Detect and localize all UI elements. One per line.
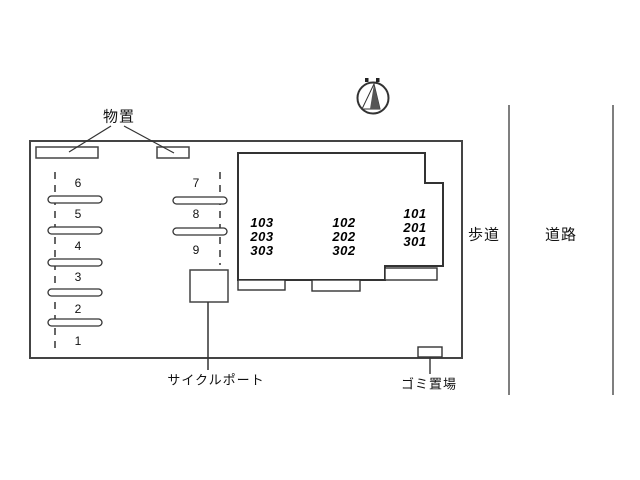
parking-divider <box>172 227 228 236</box>
unit-number: 203 <box>250 229 274 244</box>
parking-divider <box>47 195 103 204</box>
parking-divider <box>47 288 103 297</box>
unit-numbers-right: 101 201 301 <box>403 207 426 249</box>
parking-divider <box>47 226 103 235</box>
cycle-port <box>189 269 229 303</box>
parking-space-number: 6 <box>74 176 82 190</box>
parking-space-number: 5 <box>74 207 82 221</box>
garbage-area-label: ゴミ置場 <box>400 376 458 392</box>
unit-numbers-middle: 102 202 302 <box>332 216 355 258</box>
parking-space-number: 7 <box>192 176 200 190</box>
road-label: 道路 <box>544 226 578 244</box>
unit-number: 103 <box>250 215 274 230</box>
parking-space-number: 4 <box>74 239 82 253</box>
unit-number: 202 <box>332 229 356 244</box>
garbage-area-box <box>417 346 443 358</box>
parking-space-number: 2 <box>74 302 82 316</box>
storage-label: 物置 <box>102 108 136 126</box>
site-boundary <box>29 140 463 359</box>
unit-number: 301 <box>403 234 427 249</box>
sidewalk-label: 歩道 <box>467 226 501 244</box>
parking-divider <box>47 318 103 327</box>
building-porch-left <box>237 279 286 291</box>
building-porch-middle <box>311 279 361 292</box>
unit-number: 201 <box>403 220 427 235</box>
parking-space-number: 3 <box>74 270 82 284</box>
unit-number: 302 <box>332 243 356 258</box>
parking-divider <box>172 196 228 205</box>
storage-shed-left <box>35 146 99 159</box>
parking-space-number: 1 <box>74 334 82 348</box>
unit-numbers-left: 103 203 303 <box>250 216 273 258</box>
storage-leader-line-left <box>68 125 112 153</box>
building-outline <box>237 152 444 281</box>
cycle-port-label: サイクルポート <box>167 372 265 388</box>
parking-divider <box>47 258 103 267</box>
parking-space-number: 9 <box>192 243 200 257</box>
unit-number: 303 <box>250 243 274 258</box>
unit-number: 102 <box>332 215 356 230</box>
unit-number: 101 <box>403 206 427 221</box>
building-porch-right <box>384 267 438 281</box>
north-arrow-icon <box>356 78 390 115</box>
parking-space-number: 8 <box>192 207 200 221</box>
storage-leader-line-right <box>123 125 175 154</box>
